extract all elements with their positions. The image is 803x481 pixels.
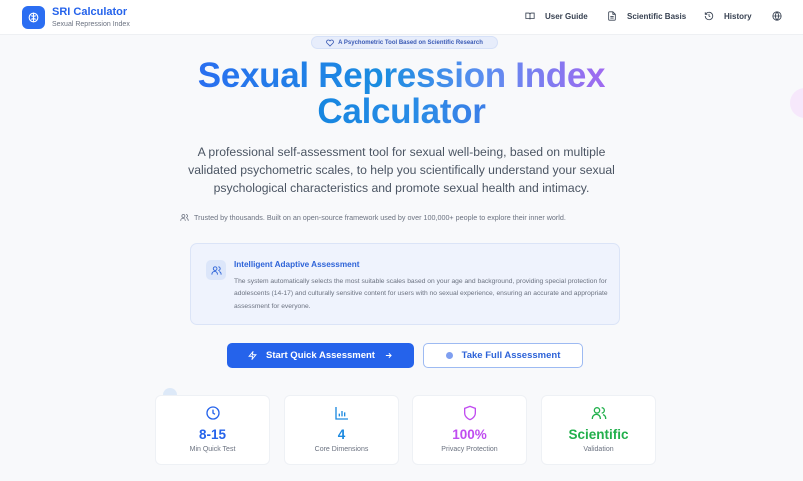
trust-line: Trusted by thousands. Built on an open-s… bbox=[180, 213, 650, 222]
clock-icon bbox=[205, 406, 220, 420]
history-icon bbox=[704, 11, 714, 21]
title-line-1: Sexual Repression Index bbox=[197, 56, 606, 95]
info-card-text: The system automatically selects the mos… bbox=[234, 278, 608, 310]
badge-text: A Psychometric Tool Based on Scientific … bbox=[338, 39, 483, 46]
brand-title[interactable]: SRI Calculator bbox=[52, 6, 128, 18]
nav-label: User Guide bbox=[545, 11, 588, 21]
arrow-right-icon bbox=[385, 352, 392, 359]
heart-icon bbox=[326, 39, 335, 47]
nav-user-guide[interactable]: User Guide bbox=[525, 11, 588, 21]
stat-value: 8-15 bbox=[198, 427, 227, 442]
trust-text: Trusted by thousands. Built on an open-s… bbox=[194, 213, 566, 222]
nav-label: History bbox=[724, 11, 752, 21]
page-title: Sexual Repression Index Calculator bbox=[0, 58, 803, 130]
brand-subtitle: Sexual Repression Index bbox=[52, 21, 130, 28]
stat-card-privacy: 100% Privacy Protection bbox=[412, 395, 527, 465]
adaptive-assessment-card: Intelligent Adaptive Assessment The syst… bbox=[190, 243, 620, 325]
stat-label: Privacy Protection bbox=[441, 446, 498, 453]
take-full-assessment-button[interactable]: Take Full Assessment bbox=[423, 343, 583, 368]
stat-card-quick-test: 8-15 Min Quick Test bbox=[155, 395, 270, 465]
hero-badge: A Psychometric Tool Based on Scientific … bbox=[311, 36, 498, 49]
stat-value: Scientific bbox=[568, 427, 629, 442]
book-icon bbox=[525, 12, 535, 20]
start-quick-assessment-button[interactable]: Start Quick Assessment bbox=[227, 343, 414, 368]
stat-label: Min Quick Test bbox=[189, 446, 236, 453]
stat-value: 4 bbox=[337, 427, 346, 442]
language-button[interactable] bbox=[772, 11, 782, 21]
shield-icon bbox=[463, 405, 476, 421]
nav-history[interactable]: History bbox=[704, 11, 752, 21]
button-label: Start Quick Assessment bbox=[266, 350, 375, 361]
stat-card-validation: Scientific Validation bbox=[541, 395, 656, 465]
bar-chart-icon bbox=[334, 407, 348, 420]
top-navbar: SRI Calculator Sexual Repression Index U… bbox=[0, 0, 803, 35]
info-card-title: Intelligent Adaptive Assessment bbox=[234, 260, 360, 269]
stat-value: 100% bbox=[452, 427, 487, 442]
hero-description: A professional self-assessment tool for … bbox=[188, 145, 615, 195]
button-label: Take Full Assessment bbox=[461, 350, 561, 361]
stat-label: Validation bbox=[583, 446, 614, 453]
stat-card-dimensions: 4 Core Dimensions bbox=[284, 395, 399, 465]
title-line-2: Calculator bbox=[317, 92, 486, 131]
users-icon bbox=[591, 407, 606, 419]
nav-scientific-basis[interactable]: Scientific Basis bbox=[607, 11, 686, 21]
dot-icon bbox=[445, 352, 453, 359]
zap-icon bbox=[248, 351, 257, 360]
users-icon bbox=[180, 214, 189, 221]
globe-icon bbox=[772, 11, 782, 21]
stat-label: Core Dimensions bbox=[314, 446, 369, 453]
decorative-blob bbox=[790, 88, 803, 118]
document-icon bbox=[608, 11, 616, 21]
nav-label: Scientific Basis bbox=[627, 11, 687, 21]
users-icon bbox=[206, 260, 226, 280]
brain-logo-icon[interactable] bbox=[22, 6, 45, 29]
